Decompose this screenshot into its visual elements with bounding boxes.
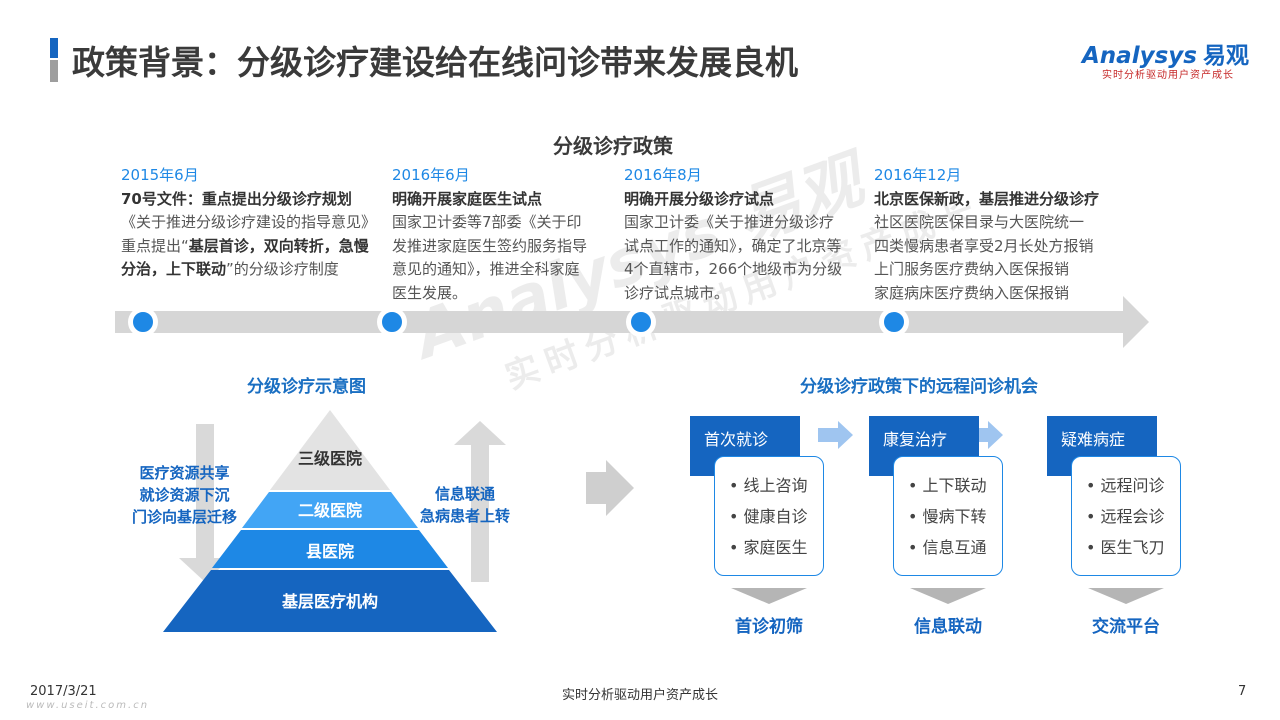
timeline-line: 家庭病床医疗费纳入医保报销 [874,283,1070,302]
list-item: 慢病下转 [908,501,1002,532]
list-item: 健康自诊 [729,501,823,532]
timeline-line: 四类慢病患者享受2月长处方报销 [874,236,1094,255]
level-county-hospital: 县医院 [305,542,354,561]
step-rehab-footer: 信息联动 [914,617,982,637]
down-arrow-icon [910,588,986,604]
logo-tagline: 实时分析驱动用户资产成长 [1102,70,1234,81]
title-accent-bar [50,38,60,82]
timeline-headline: 明确开展分级诊疗试点 [624,189,775,208]
resource-sink-text: 医疗资源共享 就诊资源下沉 门诊向基层迁移 [132,464,238,526]
list-item: 远程问诊 [1086,470,1180,501]
diagram-title: 分级诊疗示意图 [247,377,366,397]
timeline-dot [377,307,407,337]
list-item: 上下联动 [908,470,1002,501]
pyramid-tier-second [242,492,418,528]
step-first-visit-footer: 首诊初筛 [735,617,803,637]
pyramid-tier-top [270,410,390,490]
timeline-date: 2016年12月 [874,166,962,184]
timeline-text: 《关于推进分级诊疗建设的指导意见》重点提出“基层首诊，双向转折，急慢分治，上下联… [121,213,369,278]
down-arrow-icon [1088,588,1164,604]
policy-title: 分级诊疗政策 [553,134,673,158]
footer-date: 2017/3/21 [30,684,97,699]
step-difficult-card: 远程问诊 远程会诊 医生飞刀 [1071,456,1181,576]
timeline-date: 2015年6月 [121,166,199,184]
step-difficult-footer: 交流平台 [1092,617,1160,637]
list-item: 信息互通 [908,532,1002,563]
arrow-right-icon [586,460,634,516]
timeline-item-2016-08: 2016年8月 明确开展分级诊疗试点 国家卫计委《关于推进分级诊疗试点工作的通知… [624,164,846,305]
list-item: 远程会诊 [1086,501,1180,532]
timeline-line: 上门服务医疗费纳入医保报销 [874,260,1070,278]
timeline-date: 2016年6月 [392,166,470,184]
pyramid-tier-base [163,570,497,632]
page-title: 政策背景：分级诊疗建设给在线问诊带来发展良机 [72,43,798,82]
level-secondary-hospital: 二级医院 [297,501,362,520]
arrow-down-icon [179,424,231,582]
timeline-dot [879,307,909,337]
list-item: 医生飞刀 [1086,532,1180,563]
list-item: 家庭医生 [729,532,823,563]
diagram-graphics [163,410,634,632]
footer-url: www.useit.com.cn [26,700,150,711]
footer-tagline: 实时分析驱动用户资产成长 [561,688,718,703]
timeline-item-2015-06: 2015年6月 70号文件：重点提出分级诊疗规划 《关于推进分级诊疗建设的指导意… [121,164,381,282]
timeline-dot [626,307,656,337]
opportunity-title: 分级诊疗政策下的远程问诊机会 [800,377,1038,397]
arrow-up-icon [454,421,506,582]
timeline-text: 国家卫计委等7部委《关于印发推进家庭医生签约服务指导意见的通知》，推进全科家庭医… [392,213,588,302]
timeline-headline: 北京医保新政，基层推进分级诊疗 [874,189,1100,208]
level-primary-care: 基层医疗机构 [281,592,378,611]
timeline-item-2016-06: 2016年6月 明确开展家庭医生试点 国家卫计委等7部委《关于印发推进家庭医生签… [392,164,592,305]
step-first-visit-card: 线上咨询 健康自诊 家庭医生 [714,456,824,576]
info-link-text: 信息联通 急病患者上转 [420,485,511,525]
list-item: 线上咨询 [729,470,823,501]
timeline-arrow-head [1123,296,1149,348]
step-rehab-card: 上下联动 慢病下转 信息互通 [893,456,1003,576]
timeline-headline: 70号文件：重点提出分级诊疗规划 [121,189,352,208]
timeline-line: 社区医院医保目录与大医院统一 [874,213,1085,231]
timeline-item-2016-12: 2016年12月 北京医保新政，基层推进分级诊疗 社区医院医保目录与大医院统一 … [874,164,1144,305]
down-arrow-icon [731,588,807,604]
timeline-text: 国家卫计委《关于推进分级诊疗试点工作的通知》，确定了北京等4个直辖市，266个地… [624,213,843,302]
timeline-date: 2016年8月 [624,166,702,184]
page-number: 7 [1238,684,1247,699]
timeline-dot [128,307,158,337]
level-tertiary-hospital: 三级医院 [297,449,362,468]
timeline-headline: 明确开展家庭医生试点 [392,189,543,208]
pyramid-tier-third [212,530,448,568]
arrow-right-icon [818,421,853,449]
timeline-track [115,311,1125,333]
